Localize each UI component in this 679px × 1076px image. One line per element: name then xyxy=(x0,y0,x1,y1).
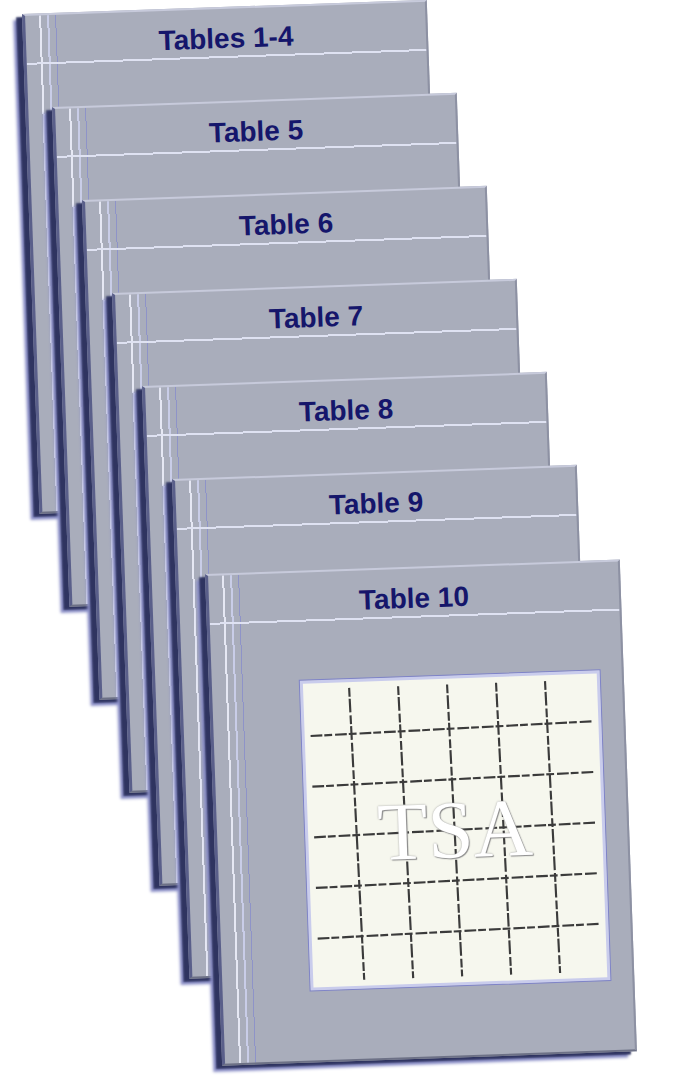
card-title: Tables 1-4 xyxy=(154,20,298,57)
card-title: Table 5 xyxy=(204,114,307,150)
card-title: Table 10 xyxy=(354,581,473,617)
card-title: Table 9 xyxy=(324,486,427,522)
watermark: TSA xyxy=(376,781,534,880)
card-title: Table 7 xyxy=(264,300,367,336)
grid-panel: TSA xyxy=(300,670,611,990)
card-title: Table 6 xyxy=(234,207,337,243)
table-card: Table 10 TSA xyxy=(205,560,637,1066)
card-title: Table 8 xyxy=(294,393,397,429)
